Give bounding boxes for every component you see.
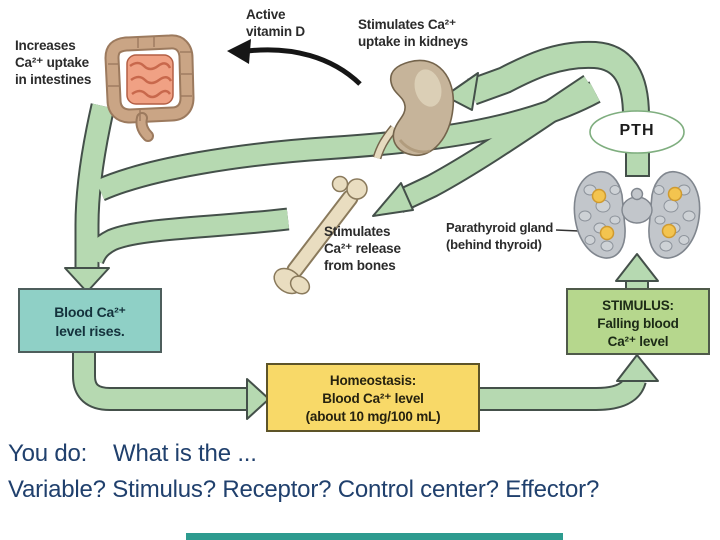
bone-illustration bbox=[273, 175, 368, 295]
pth-oval bbox=[589, 110, 685, 154]
blood-ca-box: Blood Ca²⁺ level rises. bbox=[18, 288, 162, 353]
arrowhead-to-blood-box bbox=[64, 267, 110, 293]
stimulus-box: STIMULUS: Falling blood Ca²⁺ level bbox=[566, 288, 710, 355]
parathyroid-gland-illustration bbox=[573, 170, 701, 259]
homeostasis-box: Homeostasis: Blood Ca²⁺ level (about 10 … bbox=[266, 363, 480, 432]
arrowhead-to-homeostasis bbox=[246, 378, 270, 420]
arrowhead-to-bone bbox=[372, 182, 414, 217]
kidney-illustration bbox=[372, 59, 455, 160]
arrowhead-to-kidney bbox=[444, 72, 479, 111]
pth-label: PTH bbox=[619, 122, 655, 139]
kidneys-label: Stimulates Ca²⁺ uptake in kidneys bbox=[358, 17, 468, 49]
intestines-label: Increases Ca²⁺ uptake in intestines bbox=[15, 38, 92, 87]
ribbon-arrows-fill bbox=[74, 42, 648, 409]
bones-label: Stimulates Ca²⁺ release from bones bbox=[324, 224, 401, 273]
parathyroid-label: Parathyroid gland (behind thyroid) bbox=[446, 220, 554, 252]
vitamin-d-label: Active vitamin D bbox=[246, 7, 305, 39]
vitamin-d-arrow bbox=[227, 39, 362, 86]
arrowhead-to-gland bbox=[615, 253, 659, 282]
parathyroid-spots bbox=[591, 186, 683, 241]
arrowhead-to-stimulus bbox=[616, 354, 659, 382]
prompt-line-2: Variable? Stimulus? Receptor? Control ce… bbox=[8, 476, 600, 503]
footer-accent-bar bbox=[186, 533, 563, 540]
intestines-illustration bbox=[104, 34, 195, 142]
arrowheads bbox=[64, 72, 659, 420]
prompt-line-1: You do: What is the ... bbox=[8, 440, 257, 467]
